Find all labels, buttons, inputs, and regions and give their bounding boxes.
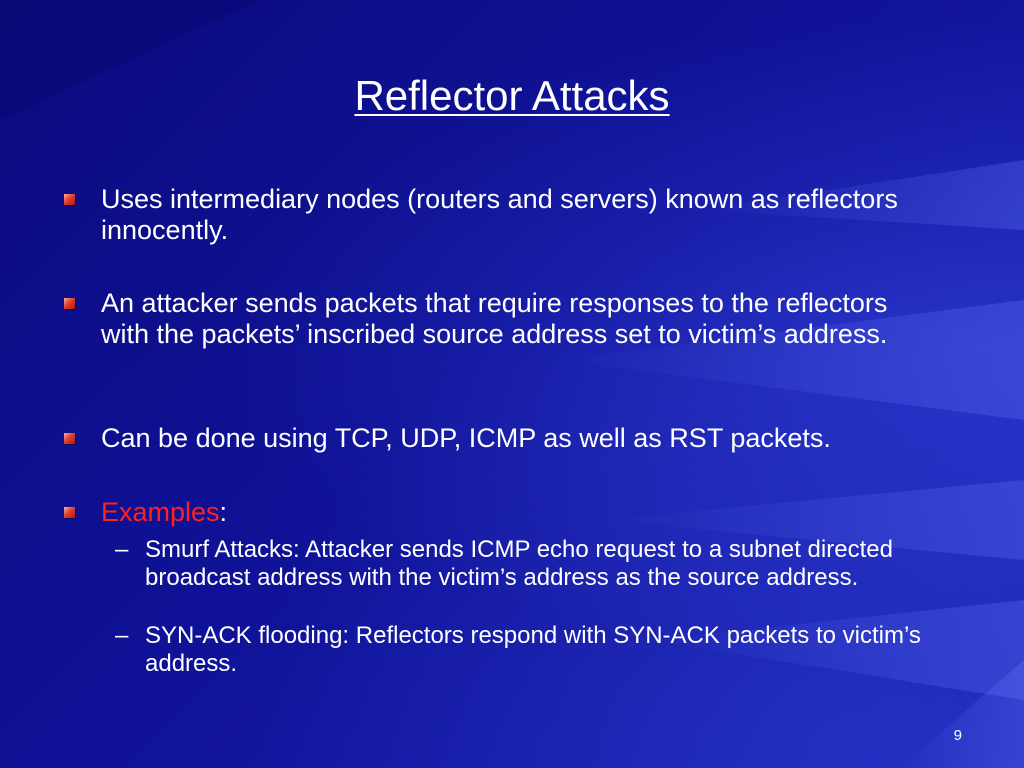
dash-marker: – xyxy=(115,622,129,649)
dash-marker: – xyxy=(115,536,129,563)
sub-bullet-text: Smurf Attacks: Attacker sends ICMP echo … xyxy=(145,536,893,591)
bullet-text: Uses intermediary nodes (routers and ser… xyxy=(101,184,898,245)
page-number: 9 xyxy=(953,727,962,744)
square-bullet-icon xyxy=(64,433,75,444)
bullet-text: Can be done using TCP, UDP, ICMP as well… xyxy=(101,423,831,453)
bullet-text: Examples: xyxy=(101,497,941,528)
square-bullet-icon xyxy=(64,507,75,518)
sub-bullet-text: SYN-ACK flooding: Reflectors respond wit… xyxy=(145,622,921,677)
examples-colon: : xyxy=(219,497,228,527)
examples-label: Examples xyxy=(101,497,220,527)
square-bullet-icon xyxy=(64,298,75,309)
square-bullet-icon xyxy=(64,194,75,205)
slide-title: Reflector Attacks xyxy=(354,72,670,119)
bullet-text: An attacker sends packets that require r… xyxy=(101,288,888,349)
